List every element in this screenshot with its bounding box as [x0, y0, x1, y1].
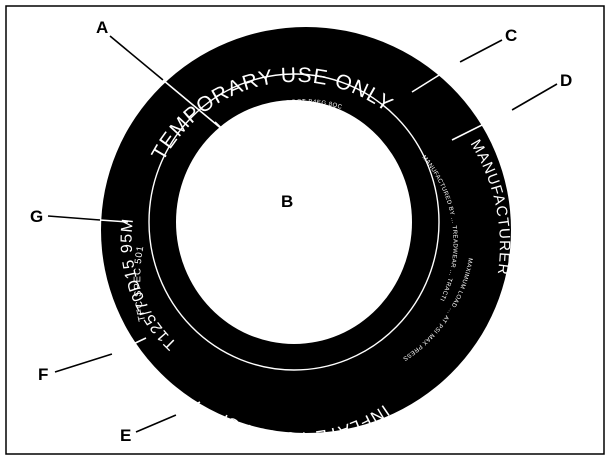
leader-c	[460, 40, 502, 62]
callout-b: B	[281, 192, 293, 211]
leader-e	[136, 415, 176, 432]
tire	[101, 27, 511, 433]
leader-d	[512, 84, 557, 110]
callout-d: D	[560, 71, 572, 90]
rim-opening	[176, 100, 412, 344]
leader-f	[55, 354, 112, 372]
leader-a	[110, 36, 163, 80]
leader-g	[48, 216, 100, 220]
callout-e: E	[120, 426, 131, 445]
callout-c: C	[505, 26, 517, 45]
callout-f: F	[38, 365, 48, 384]
callout-a: A	[96, 18, 108, 37]
callout-g: G	[30, 207, 43, 226]
leader-e-inner	[176, 402, 200, 415]
